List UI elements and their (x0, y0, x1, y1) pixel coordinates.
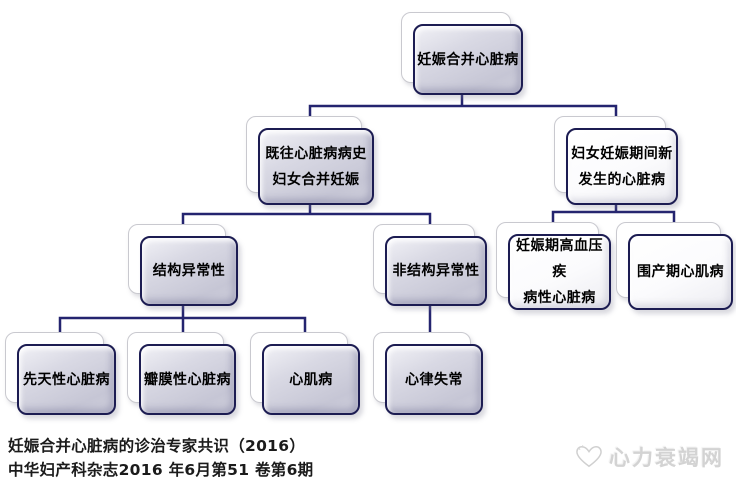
node-label: 心肌病 (289, 371, 333, 388)
node-label: 妊娠合并心脏病 (417, 51, 519, 68)
node-box: 围产期心肌病 (628, 234, 733, 310)
node-box: 瓣膜性心脏病 (139, 344, 236, 415)
node-box: 非结构异常性 (385, 236, 487, 306)
node-label: 结构异常性 (152, 263, 226, 279)
node-arrhythmia: 心律失常 (373, 332, 483, 415)
node-peripartum-cardiomyopathy: 围产期心肌病 (616, 222, 733, 310)
watermark: 心力衰竭网 (574, 442, 724, 472)
node-prior-heart-disease-history: 既往心脏病病史 妇女合并妊娠 (246, 116, 374, 205)
node-structural-abnormality: 结构异常性 (128, 224, 238, 306)
citation-line-1: 妊娠合并心脏病的诊治专家共识（2016） (8, 437, 306, 455)
node-gestational-hypertensive-heart-disease: 妊娠期高血压疾 病性心脏病 (496, 222, 611, 310)
node-label: 围产期心肌病 (637, 264, 724, 280)
node-label: 瓣膜性心脏病 (144, 371, 231, 388)
heart-logo-icon (574, 444, 604, 470)
watermark-text: 心力衰竭网 (609, 446, 724, 470)
node-nonstructural-abnormality: 非结构异常性 (373, 224, 487, 306)
node-label: 妇女妊娠期间新 发生的心脏病 (571, 145, 673, 188)
node-box: 心肌病 (262, 344, 360, 415)
node-box: 既往心脏病病史 妇女合并妊娠 (258, 128, 374, 205)
node-pregnancy-heart-disease: 妊娠合并心脏病 (401, 12, 523, 95)
node-cardiomyopathy: 心肌病 (250, 332, 360, 415)
node-box: 妊娠期高血压疾 病性心脏病 (508, 234, 611, 310)
node-new-onset-during-pregnancy: 妇女妊娠期间新 发生的心脏病 (554, 116, 678, 205)
node-label: 心律失常 (405, 371, 463, 388)
node-box: 妊娠合并心脏病 (413, 24, 523, 95)
node-box: 先天性心脏病 (17, 344, 116, 415)
node-label: 非结构异常性 (392, 263, 480, 279)
node-box: 心律失常 (385, 344, 483, 415)
node-label: 先天性心脏病 (23, 371, 110, 388)
node-box: 结构异常性 (140, 236, 238, 306)
node-box: 妇女妊娠期间新 发生的心脏病 (566, 128, 678, 205)
citation-line-2: 中华妇产科杂志2016 年6月第51 卷第6期 (8, 461, 314, 479)
source-citation: 妊娠合并心脏病的诊治专家共识（2016） 中华妇产科杂志2016 年6月第51 … (8, 434, 313, 482)
node-valvular-heart-disease: 瓣膜性心脏病 (127, 332, 236, 415)
node-congenital-heart-disease: 先天性心脏病 (5, 332, 116, 415)
node-label: 妊娠期高血压疾 病性心脏病 (516, 238, 603, 306)
node-label: 既往心脏病病史 妇女合并妊娠 (265, 145, 367, 188)
